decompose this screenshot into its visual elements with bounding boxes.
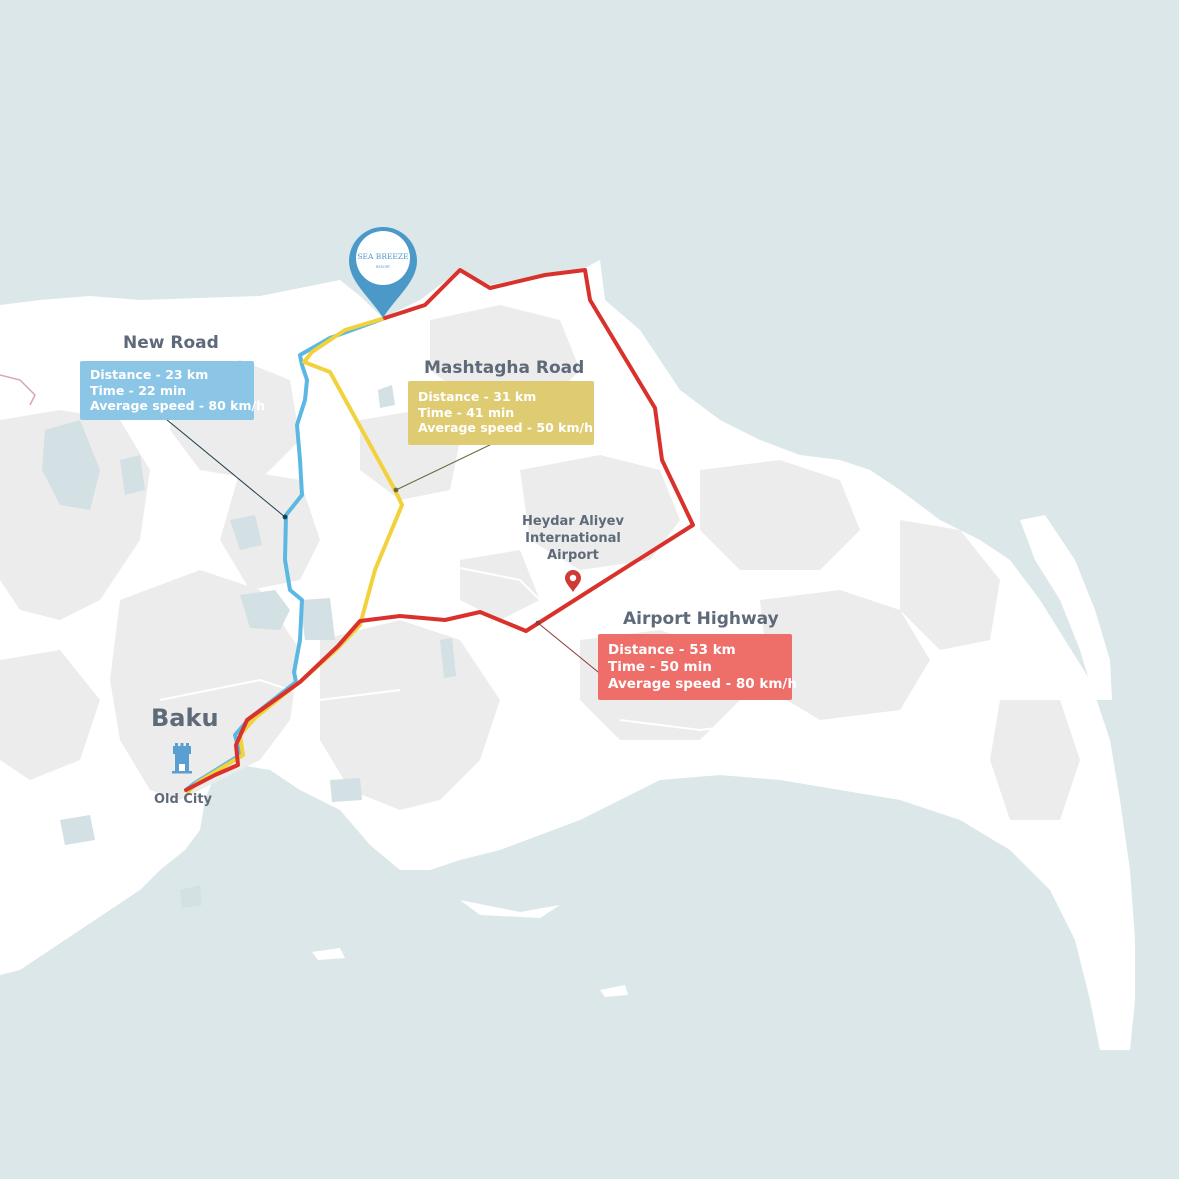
land-south-spit [460, 900, 560, 918]
leader-lines [154, 409, 604, 677]
sea-breeze-marker[interactable]: SEA BREEZE RESORT [349, 227, 417, 318]
new-road-speed: Average speed - 80 km/h [90, 398, 265, 413]
route-mashtagha-road[interactable] [186, 316, 404, 794]
city-label-baku: Baku [151, 704, 219, 732]
mashtagha-road-title: Mashtagha Road [424, 358, 585, 378]
tower-icon [172, 743, 192, 774]
airport-highway-distance: Distance - 53 km [608, 642, 736, 658]
mashtagha-road-info-box: Distance - 31 km Time - 41 min Average s… [408, 381, 594, 445]
airport-highway-speed: Average speed - 80 km/h [608, 676, 797, 692]
airport-pin[interactable] [565, 570, 581, 592]
border-line [0, 374, 36, 406]
airport-label: Heydar Aliyev International Airport [518, 513, 628, 564]
airport-highway-info-box: Distance - 53 km Time - 50 min Average s… [598, 634, 797, 700]
land-peninsula [0, 260, 1135, 1050]
lakes [42, 385, 456, 908]
airport-label-line2: International [525, 531, 621, 546]
new-road-title: New Road [123, 333, 219, 353]
route-airport-highway[interactable] [184, 268, 695, 792]
land-spit [1020, 515, 1112, 700]
old-city-label: Old City [154, 792, 213, 807]
land-island-1 [312, 948, 345, 960]
route-new-road[interactable] [184, 316, 387, 792]
mashtagha-road-distance: Distance - 31 km [418, 389, 537, 404]
airport-highway-title: Airport Highway [623, 609, 779, 629]
new-road-distance: Distance - 23 km [90, 367, 209, 382]
marker-brand: SEA BREEZE [357, 252, 408, 261]
marker-sub: RESORT [376, 265, 391, 269]
airport-label-line3: Airport [547, 548, 599, 563]
new-road-time: Time - 22 min [90, 382, 187, 398]
land-island-2 [600, 985, 628, 997]
mashtagha-road-speed: Average speed - 50 km/h [418, 420, 593, 435]
mashtagha-road-time: Time - 41 min [418, 404, 515, 420]
airport-label-line1: Heydar Aliyev [522, 514, 624, 529]
airport-highway-time: Time - 50 min [608, 659, 712, 675]
new-road-info-box: Distance - 23 km Time - 22 min Average s… [80, 361, 265, 420]
